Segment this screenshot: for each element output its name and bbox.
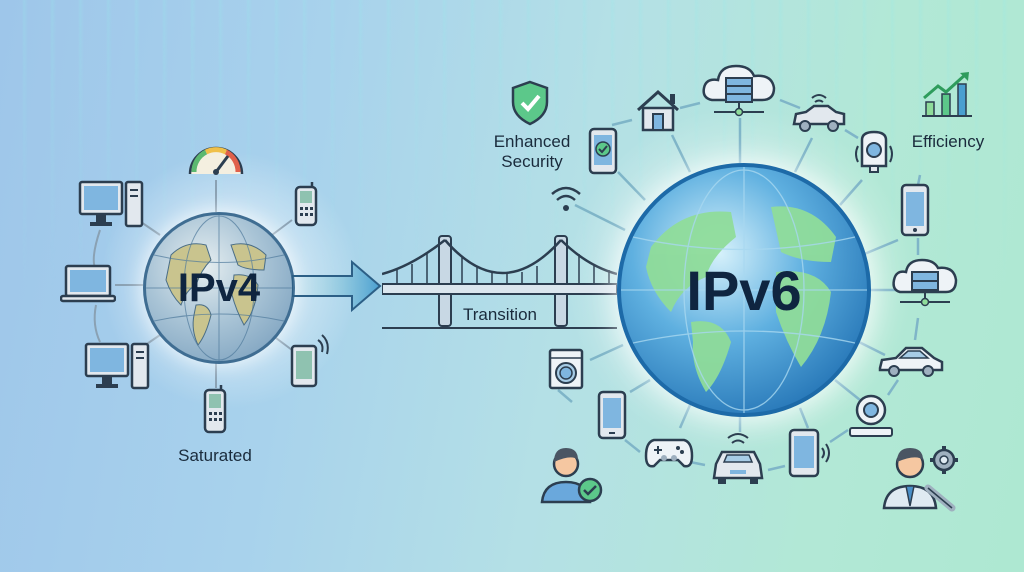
transition-arrow-icon xyxy=(292,259,382,313)
car-icon xyxy=(878,346,944,377)
verified-user-icon xyxy=(540,448,603,504)
efficiency-caption: Efficiency xyxy=(911,132,985,151)
mobile-phone-icon xyxy=(294,182,318,227)
shield-check-icon xyxy=(511,80,549,126)
ipv6-label: IPv6 xyxy=(686,258,802,322)
enhanced-security-caption: Enhanced Security xyxy=(493,132,571,171)
ipv6-globe: IPv6 xyxy=(617,163,871,417)
desktop-computer-icon xyxy=(84,342,150,390)
wifi-icon xyxy=(551,186,581,211)
smartphone-wireless-icon xyxy=(290,334,329,388)
smart-doorbell-icon xyxy=(855,130,893,173)
connected-car-icon xyxy=(792,94,846,132)
cloud-server-icon xyxy=(702,64,776,117)
game-controller-icon xyxy=(644,438,694,468)
laptop-icon xyxy=(60,264,116,303)
saturated-caption: Saturated xyxy=(178,446,252,465)
efficiency-chart-icon xyxy=(922,72,972,117)
cloud-server-icon xyxy=(892,258,958,307)
mobile-phone-icon xyxy=(203,385,227,434)
connected-car-icon xyxy=(712,433,764,484)
ipv4-globe: IPv4 xyxy=(143,212,295,364)
transition-label: Transition xyxy=(462,305,537,324)
washing-machine-icon xyxy=(548,348,584,390)
desktop-computer-icon xyxy=(78,180,144,228)
smartphone-icon xyxy=(597,390,627,440)
admin-user-settings-icon xyxy=(882,446,958,512)
smartphone-wireless-icon xyxy=(788,428,830,478)
smartphone-check-icon xyxy=(588,127,618,175)
security-camera-icon xyxy=(849,394,893,437)
ipv4-label: IPv4 xyxy=(177,265,261,310)
speedometer-icon xyxy=(188,146,244,175)
tablet-icon xyxy=(900,183,930,237)
globe-grid-icon xyxy=(146,215,292,361)
home-icon xyxy=(636,89,680,132)
globe-grid-icon xyxy=(621,167,867,413)
transition-bridge-icon xyxy=(382,235,617,329)
